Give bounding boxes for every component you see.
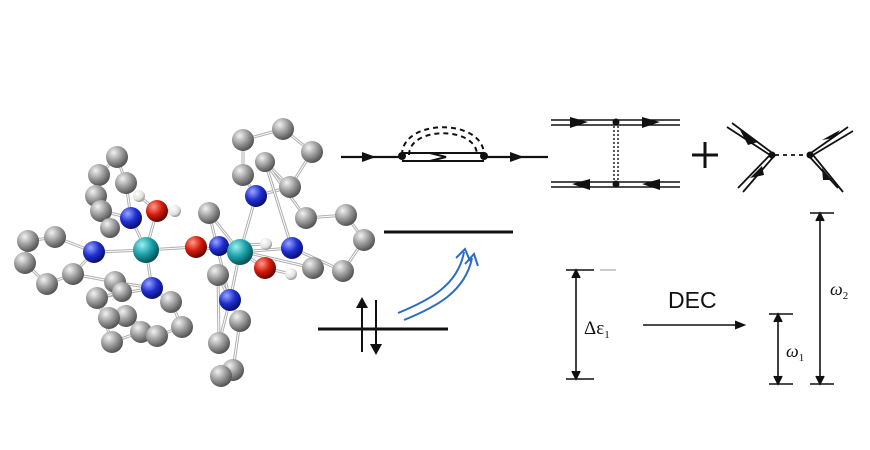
carbon-atom bbox=[115, 172, 137, 194]
carbon-atom bbox=[302, 257, 324, 279]
spin-down-arrow-icon bbox=[370, 300, 382, 355]
hydrogen-atom bbox=[260, 238, 272, 250]
carbon-atom bbox=[210, 365, 232, 387]
nitrogen-atom bbox=[83, 241, 105, 263]
carbon-atom bbox=[332, 260, 354, 282]
delta-epsilon-label: Δε1 bbox=[584, 318, 610, 341]
carbon-atom bbox=[112, 282, 132, 302]
oxygen-atom bbox=[185, 236, 207, 258]
nitrogen-atom bbox=[219, 289, 241, 311]
hydrogen-atom bbox=[133, 190, 145, 202]
carbon-atom bbox=[115, 305, 137, 327]
metal-atom bbox=[133, 237, 159, 263]
carbon-atom bbox=[353, 229, 375, 251]
omega1-bracket bbox=[769, 312, 793, 386]
carbon-atom bbox=[208, 332, 230, 354]
omega1-label: ω1 bbox=[786, 341, 805, 364]
carbon-atom bbox=[101, 331, 123, 353]
exchange-diagram-arrows bbox=[740, 130, 840, 180]
nitrogen-atom bbox=[281, 237, 303, 259]
ladder-diagram bbox=[551, 117, 680, 190]
carbon-atom bbox=[198, 202, 220, 224]
delta-epsilon-bracket bbox=[566, 268, 616, 381]
bond bbox=[208, 212, 231, 301]
carbon-atom bbox=[36, 273, 58, 295]
metal-atom bbox=[227, 239, 253, 265]
carbon-atom bbox=[14, 252, 36, 274]
oxygen-atom bbox=[146, 200, 168, 222]
nitrogen-atom bbox=[120, 207, 142, 229]
nitrogen-atom bbox=[209, 236, 229, 256]
carbon-atom bbox=[272, 118, 294, 140]
carbon-atom bbox=[301, 141, 323, 163]
spin-up-arrow-icon bbox=[356, 297, 368, 352]
hydrogen-atom bbox=[169, 205, 181, 217]
bond bbox=[217, 274, 220, 344]
nitrogen-atom bbox=[141, 277, 163, 299]
carbon-atom bbox=[171, 316, 193, 338]
excitation-arrow-icon bbox=[397, 247, 479, 321]
omega2-bracket bbox=[810, 211, 834, 386]
carbon-atom bbox=[207, 264, 229, 286]
energy-level-diagram bbox=[318, 230, 513, 355]
carbon-atom bbox=[86, 287, 108, 309]
bond bbox=[264, 161, 293, 249]
carbon-atom bbox=[255, 152, 275, 172]
carbon-atom bbox=[62, 263, 84, 285]
carbon-atom bbox=[17, 230, 39, 252]
hydrogen-atom bbox=[285, 268, 297, 280]
carbon-atom bbox=[335, 204, 357, 226]
omega2-label: ω2 bbox=[830, 279, 849, 302]
carbon-atom bbox=[88, 164, 110, 186]
carbon-atom bbox=[146, 325, 168, 347]
carbon-atom bbox=[279, 176, 301, 198]
carbon-atom bbox=[295, 207, 317, 229]
carbon-atom bbox=[232, 129, 254, 151]
carbon-atom bbox=[100, 218, 120, 238]
carbon-atom bbox=[229, 310, 251, 332]
plus-icon bbox=[692, 142, 718, 168]
self-energy-diagram bbox=[341, 126, 548, 162]
carbon-atom bbox=[232, 164, 254, 186]
molecule-structure bbox=[14, 118, 375, 387]
nitrogen-atom bbox=[245, 185, 267, 207]
carbon-atom bbox=[98, 307, 120, 329]
carbon-atom bbox=[160, 291, 182, 313]
carbon-atom bbox=[106, 146, 128, 168]
oxygen-atom bbox=[254, 257, 276, 279]
carbon-atom bbox=[44, 226, 66, 248]
carbon-atom bbox=[90, 200, 112, 222]
dec-label: DEC bbox=[668, 287, 717, 313]
